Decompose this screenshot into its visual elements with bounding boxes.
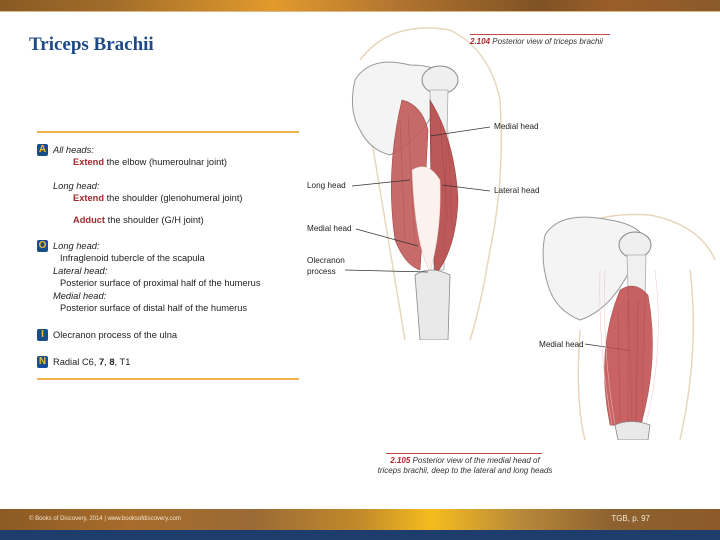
footer-copyright: © Books of Discovery, 2014 | www.booksof… [29,516,181,522]
figure-2-caption: 2.105 Posterior view of the medial head … [370,456,560,476]
medial-head-illustration [542,213,716,440]
action-adduct-shoulder: Adduct the shoulder (G/H joint) [73,214,204,227]
origin-lateral-head-text: Posterior surface of proximal half of th… [60,278,261,288]
innervation-sep: , [104,357,110,367]
label-medial-head-low: Medial head [307,224,352,233]
figure-1-caption: 2.104 Posterior view of triceps brachii [470,37,603,46]
footer-band [0,509,720,530]
origin-badge: O [37,240,48,252]
innervation-prefix: Radial C6, [53,357,99,367]
action-verb: Extend [73,193,104,203]
page-title: Triceps Brachii [29,34,154,55]
figure-2-caption-line1: 2.105 Posterior view of the medial head … [370,456,560,466]
top-decorative-bar [0,0,720,12]
insertion-text: Olecranon process of the ulna [53,330,178,340]
action-verb: Extend [73,157,104,167]
label-long-head: Long head [307,181,346,190]
action-text: the shoulder (glenohumeral joint) [104,193,243,203]
footer-blue-strip [0,530,720,540]
label-lateral-head: Lateral head [494,186,540,195]
label-olecranon-line2: process [307,267,336,276]
action-text: the shoulder (G/H joint) [105,215,204,225]
innervation-c7: 7 [99,357,105,367]
origin-lateral-head-label: Lateral head: [53,266,108,276]
innervation-badge: N [37,356,48,368]
triceps-posterior-illustration [351,27,502,340]
innervation-text: Radial C6, 7, 8, T1 [53,356,130,369]
actions-section: A All heads: Extend the elbow (humerouln… [37,144,307,234]
insertion-section: I Olecranon process of the ulna [37,329,307,343]
all-heads-label: All heads: [53,145,94,155]
footer-page-ref: TGB, p. 97 [611,514,650,523]
origin-medial-head-text: Posterior surface of distal half of the … [60,303,248,313]
label-medial-head-fig2: Medial head [539,340,584,349]
label-medial-head-top: Medial head [494,122,539,131]
bottom-divider [37,378,299,380]
top-divider [37,131,299,133]
figure-2-caption-line2: triceps brachii, deep to the lateral and… [377,466,553,475]
figure-1-caption-rule [470,34,610,35]
figure-2-caption-rule [386,453,542,454]
innervation-section: N Radial C6, 7, 8, T1 [37,356,307,370]
innervation-c8: 8 [109,357,115,367]
figure-1-number: 2.104 [470,37,491,46]
origin-medial-head-label: Medial head: [53,291,107,301]
action-text: the elbow (humeroulnar joint) [104,157,227,167]
actions-badge: A [37,144,48,156]
innervation-suffix: , T1 [114,357,131,367]
insertion-badge: I [37,329,48,341]
origin-long-head-label: Long head: [53,241,100,251]
origin-section: O Long head: Infraglenoid tubercle of th… [37,240,307,320]
long-head-label: Long head: [53,181,100,191]
action-extend-shoulder: Extend the shoulder (glenohumeral joint) [73,192,243,205]
action-verb: Adduct [73,215,106,225]
figure-2-number: 2.105 [390,456,411,465]
label-olecranon-line1: Olecranon [307,256,345,265]
figure-2-caption-text1: Posterior view of the medial head of [410,456,540,465]
origin-long-head-text: Infraglenoid tubercle of the scapula [60,253,205,263]
figure-1-caption-text: Posterior view of triceps brachii [490,37,603,46]
action-extend-elbow: Extend the elbow (humeroulnar joint) [73,156,227,169]
